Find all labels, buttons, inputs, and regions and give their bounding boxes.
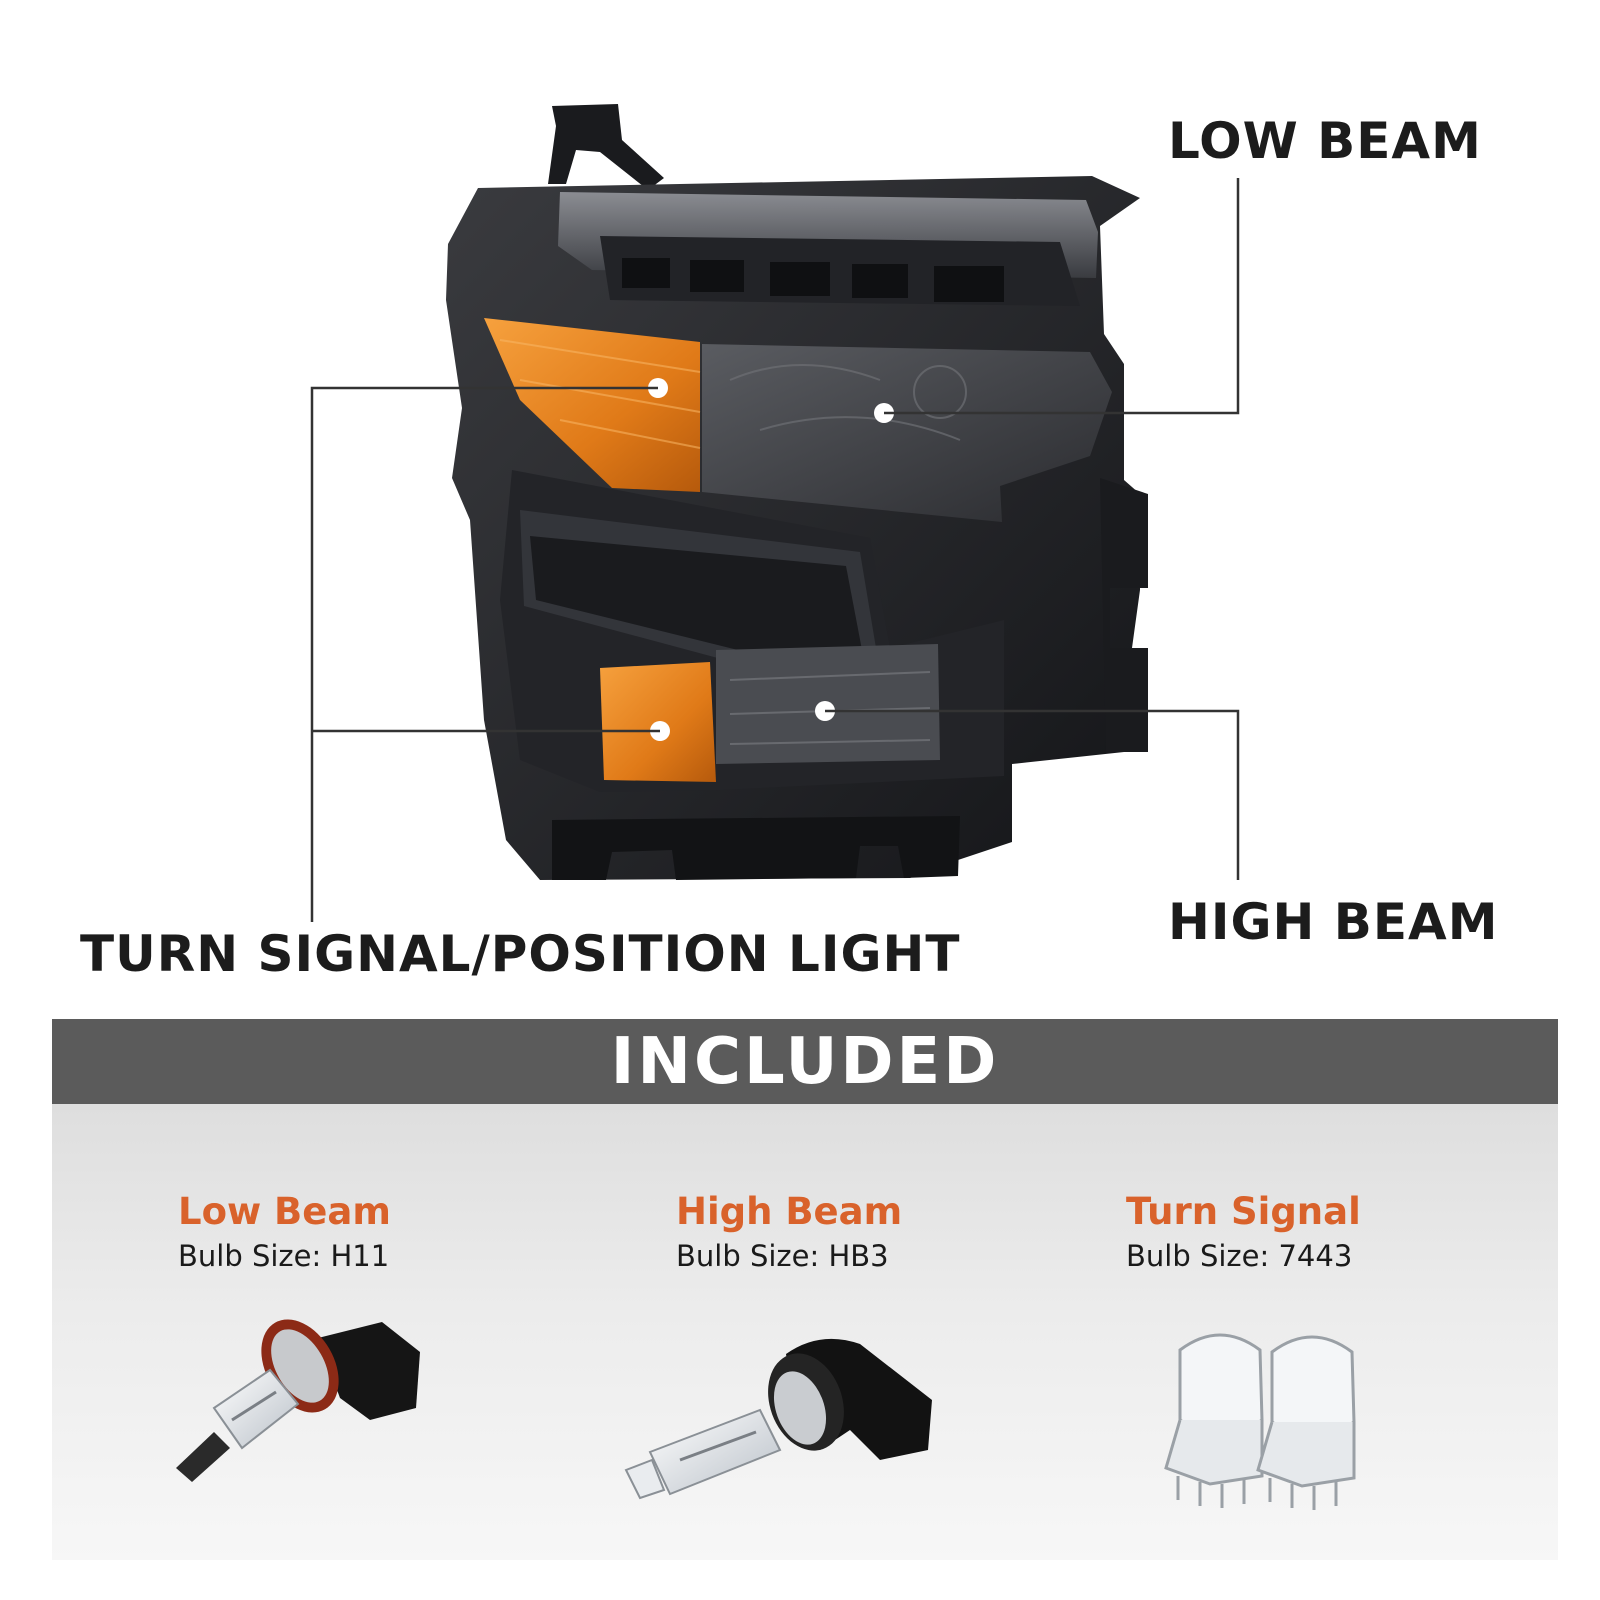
item-title: Low Beam — [178, 1190, 391, 1233]
item-title: High Beam — [676, 1190, 903, 1233]
turn-signal-lens-upper — [484, 318, 700, 492]
included-item-turn-signal: Turn Signal Bulb Size: 7443 — [1126, 1190, 1361, 1273]
hb3-bulb-icon — [624, 1338, 932, 1500]
mounting-bracket-side — [1100, 478, 1148, 752]
led-modules — [622, 258, 1004, 302]
low-beam-label: LOW BEAM — [1168, 112, 1482, 170]
callout-lines — [310, 178, 1240, 922]
7443-bulb-icon — [1164, 1333, 1356, 1510]
included-item-low-beam: Low Beam Bulb Size: H11 — [178, 1190, 391, 1273]
item-title: Turn Signal — [1126, 1190, 1361, 1233]
high-beam-label: HIGH BEAM — [1168, 893, 1499, 951]
item-bulb-size: Bulb Size: H11 — [178, 1239, 390, 1273]
h11-bulb-icon — [176, 1319, 420, 1482]
low-beam-lens — [702, 344, 1112, 522]
mounting-bracket-bottom — [552, 816, 960, 880]
item-bulb-size: Bulb Size: 7443 — [1126, 1239, 1353, 1273]
turn-signal-label: TURN SIGNAL/POSITION LIGHT — [80, 925, 961, 983]
mounting-bracket-top — [548, 104, 664, 190]
included-banner: INCLUDED — [52, 1019, 1558, 1104]
item-bulb-size: Bulb Size: HB3 — [676, 1239, 889, 1273]
included-item-high-beam: High Beam Bulb Size: HB3 — [676, 1190, 902, 1273]
